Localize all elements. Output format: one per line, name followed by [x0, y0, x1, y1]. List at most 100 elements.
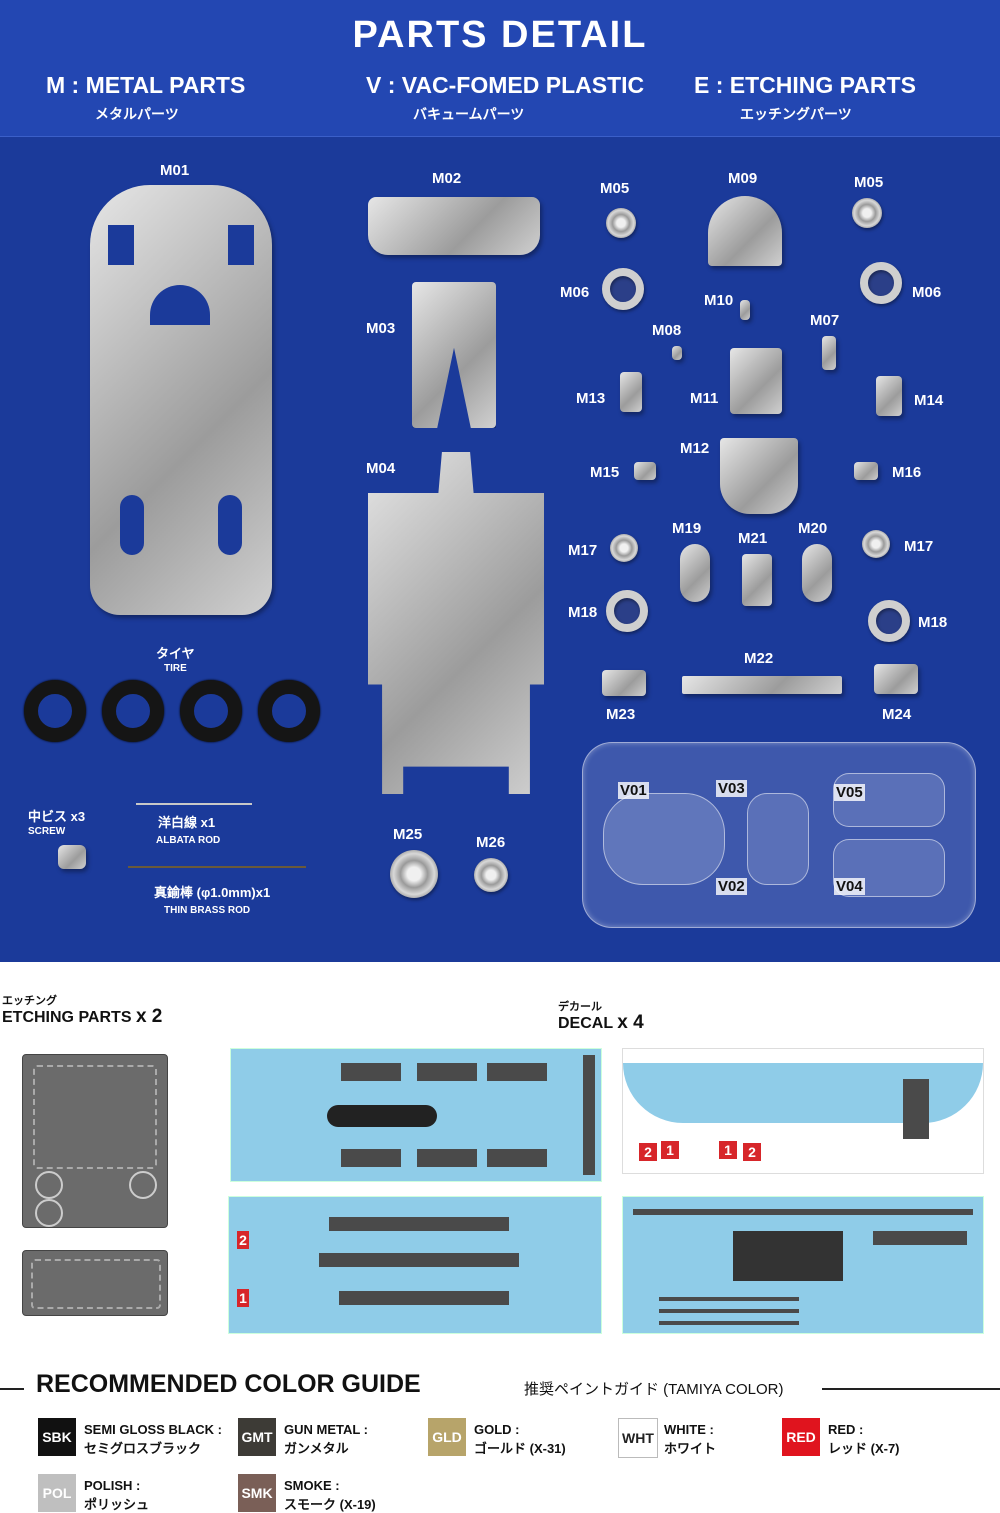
- part-label-m26: M26: [476, 834, 506, 851]
- part-label-v05: V05: [834, 784, 865, 801]
- part-label-v04: V04: [834, 878, 865, 895]
- part-label-m11: M11: [690, 390, 719, 407]
- color-jp-pol: ポリッシュ: [84, 1497, 150, 1512]
- part-label-m12: M12: [680, 440, 710, 457]
- decal-number-3: 1: [719, 1141, 737, 1159]
- part-m10: [740, 300, 750, 320]
- color-name-pol: POLISH :: [84, 1478, 141, 1493]
- decal-sheet-2: 2 1 1 2: [622, 1048, 984, 1174]
- part-m25: [390, 850, 438, 898]
- decal-number-5: 2: [237, 1231, 249, 1249]
- part-label-m08: M08: [652, 322, 682, 339]
- tire-1: [24, 680, 86, 742]
- decal-number-1: 2: [639, 1143, 657, 1161]
- tire-jp: タイヤ: [156, 646, 195, 661]
- part-m23: [602, 670, 646, 696]
- part-label-m16: M16: [892, 464, 922, 481]
- part-m24: [874, 664, 918, 694]
- part-label-m10: M10: [704, 292, 734, 309]
- part-label-m17a: M17: [568, 542, 598, 559]
- vac-parts-jp: バキュームパーツ: [413, 106, 525, 122]
- color-swatch-gmt: GMT: [238, 1418, 276, 1456]
- decal-number-6: 1: [237, 1289, 249, 1307]
- etching-parts-jp: エッチングパーツ: [740, 106, 852, 122]
- color-name-gmt: GUN METAL :: [284, 1422, 369, 1437]
- part-label-m22: M22: [744, 650, 774, 667]
- decal-number-4: 2: [743, 1143, 761, 1161]
- screws: [58, 845, 86, 869]
- brass-rod: [128, 866, 306, 868]
- decal-number-2: 1: [661, 1141, 679, 1159]
- part-m12: [720, 438, 798, 514]
- part-m04: [368, 452, 544, 794]
- part-label-v01: V01: [618, 782, 649, 799]
- metal-parts-jp: メタルパーツ: [95, 106, 179, 122]
- part-label-m07: M07: [810, 312, 840, 329]
- part-label-m02: M02: [432, 170, 462, 187]
- metal-parts-label: M : METAL PARTS: [46, 72, 246, 98]
- vac-parts-label: V : VAC-FOMED PLASTIC: [366, 72, 645, 98]
- color-jp-gmt: ガンメタル: [284, 1441, 349, 1456]
- color-jp-wht: ホワイト: [664, 1441, 717, 1456]
- part-label-m24: M24: [882, 706, 912, 723]
- color-jp-red: レッド (X-7): [828, 1441, 900, 1456]
- albata-rod: [136, 803, 252, 805]
- part-label-m05a: M05: [600, 180, 630, 197]
- part-m06b: [860, 262, 902, 304]
- brass-label: THIN BRASS ROD: [164, 905, 251, 916]
- part-m08: [672, 346, 682, 360]
- part-label-m20: M20: [798, 520, 828, 537]
- part-label-m03: M03: [366, 320, 396, 337]
- color-guide-title: RECOMMENDED COLOR GUIDE: [36, 1370, 421, 1398]
- part-label-v03: V03: [716, 780, 747, 797]
- part-label-m13: M13: [576, 390, 606, 407]
- part-m26: [474, 858, 508, 892]
- part-label-m06a: M06: [560, 284, 590, 301]
- part-label-m01: M01: [160, 162, 190, 179]
- part-m14: [876, 376, 902, 416]
- color-swatch-gld: GLD: [428, 1418, 466, 1456]
- part-label-m18b: M18: [918, 614, 948, 631]
- etching-title: ETCHING PARTS x 2: [2, 1006, 162, 1028]
- brass-jp: 真鍮棒 (φ1.0mm)x1: [154, 885, 271, 900]
- part-label-m04: M04: [366, 460, 396, 477]
- decal-title: DECAL x 4: [558, 1012, 644, 1034]
- parts-photo-panel: PARTS DETAIL M : METAL PARTS メタルパーツ V : …: [0, 0, 1000, 962]
- part-m17b: [862, 530, 890, 558]
- color-name-smk: SMOKE :: [284, 1478, 340, 1493]
- part-m05a: [606, 208, 636, 238]
- color-jp-smk: スモーク (X-19): [284, 1497, 376, 1512]
- etching-sheet-2: [22, 1250, 168, 1316]
- tire-2: [102, 680, 164, 742]
- part-m16: [854, 462, 878, 480]
- part-m01-body: [90, 185, 272, 615]
- part-label-m15: M15: [590, 464, 620, 481]
- part-m19: [680, 544, 710, 602]
- part-m11: [730, 348, 782, 414]
- part-m18a: [606, 590, 648, 632]
- etching-jp: エッチング: [2, 995, 57, 1007]
- guide-rule-left: [0, 1388, 24, 1390]
- part-m21: [742, 554, 772, 606]
- part-label-m19: M19: [672, 520, 702, 537]
- part-m02: [368, 197, 540, 255]
- color-name-gld: GOLD :: [474, 1422, 520, 1437]
- etching-sheet-1: [22, 1054, 168, 1228]
- color-swatch-smk: SMK: [238, 1474, 276, 1512]
- part-m03: [412, 282, 496, 428]
- tire-4: [258, 680, 320, 742]
- decal-sheet-1: [230, 1048, 602, 1182]
- part-label-v02: V02: [716, 878, 747, 895]
- part-m20: [802, 544, 832, 602]
- tire-label: TIRE: [164, 663, 187, 674]
- part-m05b: [852, 198, 882, 228]
- color-swatch-red: RED: [782, 1418, 820, 1456]
- decal-jp: デカール: [558, 1001, 602, 1013]
- part-m13: [620, 372, 642, 412]
- part-m15: [634, 462, 656, 480]
- albata-jp: 洋白線 x1: [158, 815, 216, 830]
- etching-qty: x 2: [135, 1006, 163, 1027]
- color-jp-gld: ゴールド (X-31): [474, 1441, 566, 1456]
- color-name-red: RED :: [828, 1422, 864, 1437]
- part-label-m25: M25: [393, 826, 423, 843]
